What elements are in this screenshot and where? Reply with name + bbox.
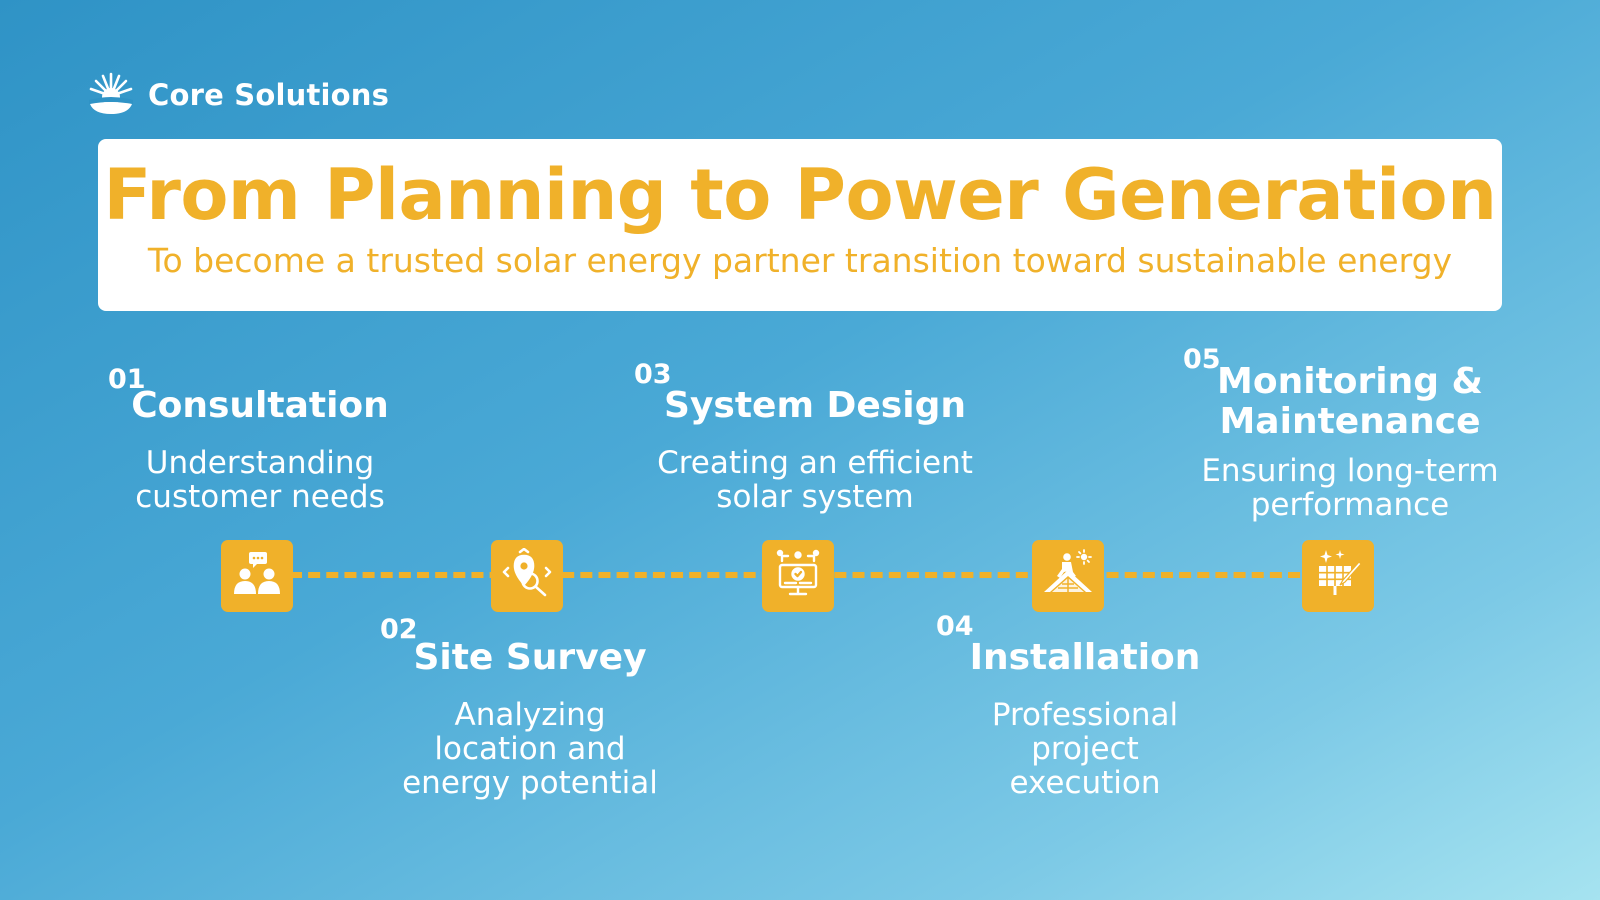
- step-number: 02: [380, 614, 418, 645]
- step-node-5: [1302, 540, 1374, 612]
- step-description-line: energy potential: [402, 765, 658, 801]
- step-site-survey: Site Survey Analyzing location and energ…: [380, 637, 680, 801]
- step-number: 03: [634, 359, 672, 390]
- step-description-line: Understanding: [145, 445, 375, 481]
- step-description: Professional project execution: [935, 698, 1235, 800]
- step-number: 04: [936, 611, 974, 642]
- page-title: From Planning to Power Generation: [103, 154, 1497, 236]
- step-title: Monitoring & Maintenance: [1175, 362, 1525, 442]
- solar-panel-maintenance-icon: [1312, 548, 1364, 604]
- step-description-line: location and: [434, 731, 626, 767]
- step-description: Understanding customer needs: [110, 446, 410, 514]
- step-description-line: Ensuring long-term: [1201, 453, 1499, 489]
- step-description-line: Professional: [991, 697, 1179, 733]
- step-description-line: Analyzing: [454, 697, 606, 733]
- sunrise-logo-icon: [88, 70, 134, 120]
- location-search-icon: [501, 547, 553, 604]
- step-title-line: Maintenance: [1219, 401, 1481, 442]
- step-title: Installation: [969, 637, 1201, 678]
- step-number: 05: [1183, 344, 1221, 375]
- step-description: Analyzing location and energy potential: [380, 698, 680, 800]
- step-description-line: execution: [1009, 765, 1161, 801]
- page-subtitle: To become a trusted solar energy partner…: [147, 241, 1453, 280]
- step-node-4: [1032, 540, 1104, 612]
- step-description: Ensuring long-term performance: [1175, 454, 1525, 522]
- roof-installer-icon: [1042, 548, 1094, 604]
- step-node-2: [491, 540, 563, 612]
- title-card: From Planning to Power Generation To bec…: [98, 139, 1502, 311]
- brand-name: Core Solutions: [148, 78, 390, 112]
- step-system-design: System Design Creating an efficient sola…: [630, 385, 1000, 515]
- step-node-3: [762, 540, 834, 612]
- brand: Core Solutions: [88, 70, 389, 120]
- computer-design-icon: [772, 548, 824, 604]
- step-node-1: [221, 540, 293, 612]
- step-monitoring-maintenance: Monitoring & Maintenance Ensuring long-t…: [1175, 362, 1525, 523]
- step-description-line: customer needs: [135, 479, 385, 515]
- step-installation: Installation Professional project execut…: [935, 637, 1235, 801]
- consultation-people-icon: [231, 548, 283, 604]
- step-description-line: performance: [1250, 487, 1450, 523]
- step-description: Creating an efficient solar system: [630, 446, 1000, 514]
- step-title-line: Monitoring &: [1217, 361, 1483, 402]
- step-title: Site Survey: [413, 637, 647, 678]
- step-description-line: project: [1031, 731, 1139, 767]
- step-title: Consultation: [131, 385, 389, 426]
- step-title: System Design: [664, 385, 966, 426]
- step-consultation: Consultation Understanding customer need…: [110, 385, 410, 515]
- step-number: 01: [108, 364, 146, 395]
- step-description-line: solar system: [716, 479, 914, 515]
- step-description-line: Creating an efficient: [657, 445, 973, 481]
